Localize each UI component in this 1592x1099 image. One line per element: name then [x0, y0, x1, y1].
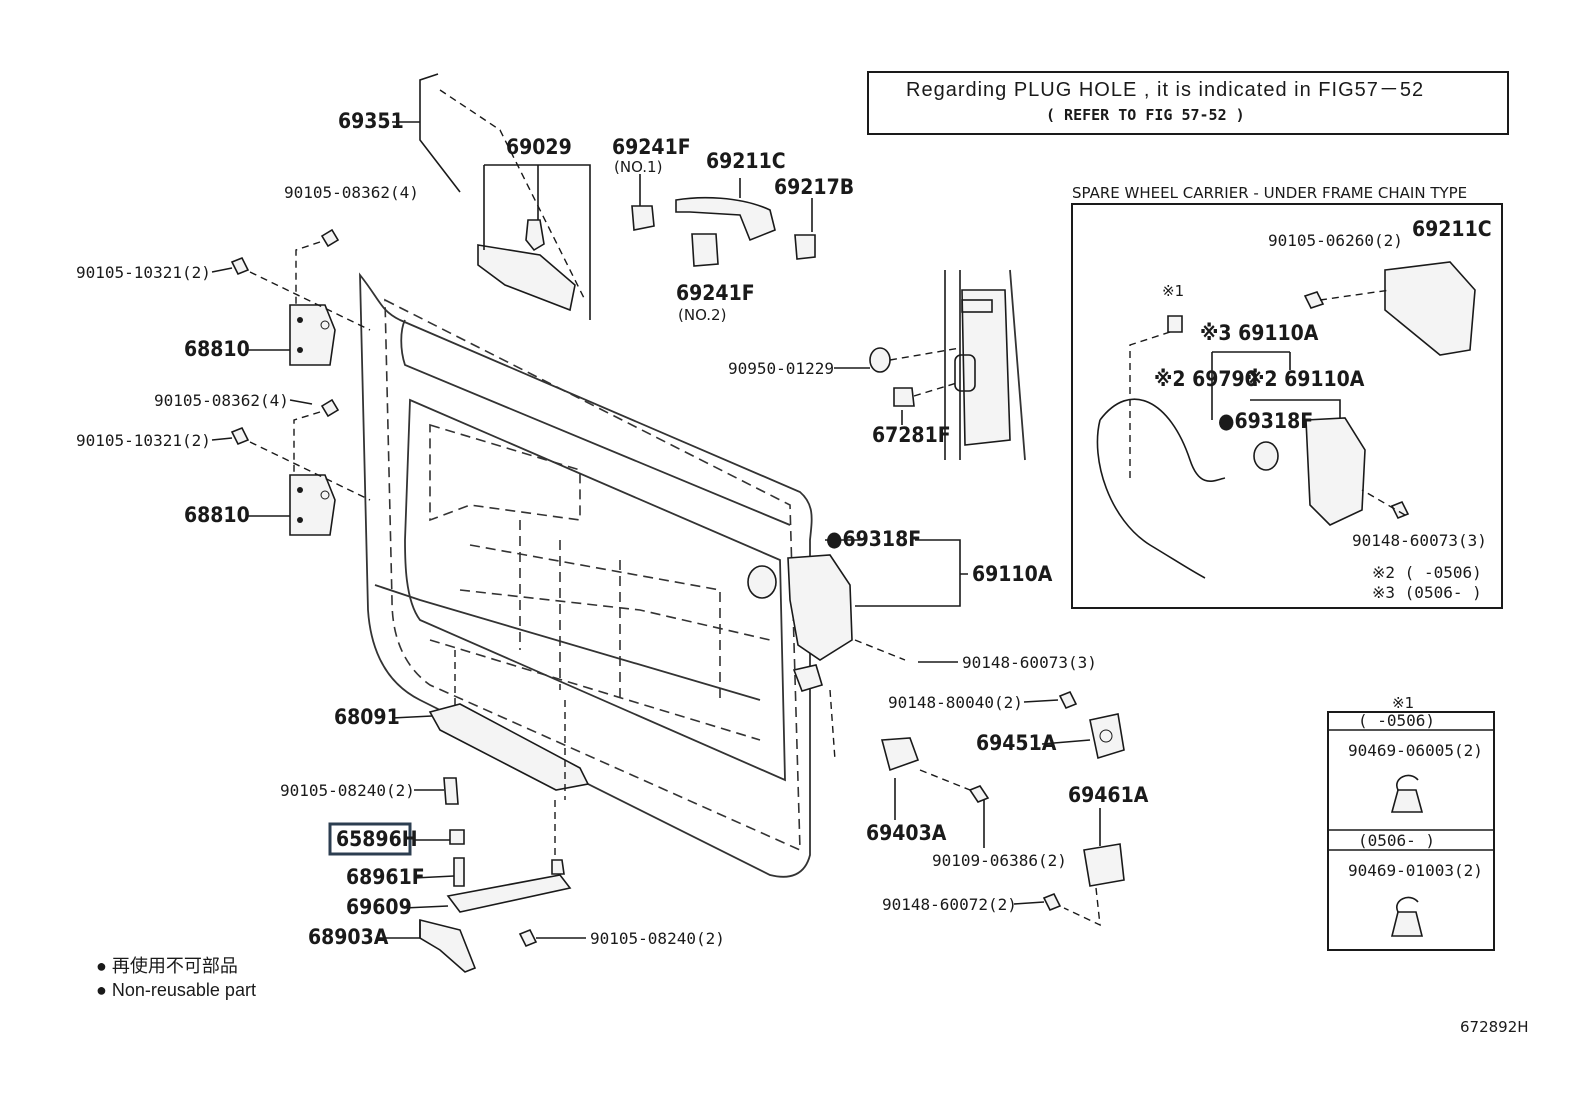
label-rod: 69351	[338, 109, 404, 133]
label-bolt-bumper: 90109-06386(2)	[932, 851, 1067, 870]
clip-row1-part: 90469-06005(2)	[1348, 741, 1483, 760]
inset-lock-b-label: ※2 69110A	[1246, 367, 1365, 391]
leader-lines	[211, 121, 1091, 939]
clip-row1-range: ( -0506)	[1358, 711, 1435, 730]
label-bolt-top: 90105-08362(4)	[284, 183, 419, 202]
clip-row2-range: (0506- )	[1358, 831, 1435, 850]
label-screw-striker: 90148-80040(2)	[888, 693, 1023, 712]
label-hinge-lower: 68810	[184, 503, 250, 527]
label-lock-seal: ●69318F	[826, 527, 921, 551]
bracket-69029	[477, 164, 591, 320]
hinge-lower	[230, 398, 371, 536]
notice-line2: ( REFER TO FIG 57-52 )	[1046, 106, 1245, 124]
lower-check-parts	[419, 650, 590, 973]
label-outside-handle: 69211C	[706, 149, 786, 173]
label-arm: 69609	[346, 895, 412, 919]
inset-spare-wheel-carrier: SPARE WHEEL CARRIER - UNDER FRAME CHAIN …	[1071, 184, 1503, 609]
inset-handle-label: 69211C	[1412, 217, 1492, 241]
inset-bolt-b-label: 90148-60073(3)	[1352, 531, 1487, 550]
inset-bolt-a-label: 90105-06260(2)	[1268, 231, 1403, 250]
label-bolt-mid: 90105-08362(4)	[154, 391, 289, 410]
label-bracket-low: 68903A	[308, 925, 389, 949]
label-cover: 69217B	[774, 175, 854, 199]
label-screw-lock: 90148-60073(3)	[962, 653, 1097, 672]
back-door-panel	[359, 272, 813, 878]
label-plug: 90950-01229	[728, 359, 834, 378]
label-striker: 69451A	[976, 731, 1057, 755]
label-bolt-mid2: 90105-10321(2)	[76, 431, 211, 450]
label-screw-striker2: 90148-60072(2)	[882, 895, 1017, 914]
label-pad2: 69241F	[676, 281, 755, 305]
inset-cable-label: ※2 69790	[1154, 367, 1258, 391]
label-lock-assy: 69110A	[972, 562, 1053, 586]
figure-code: 672892H	[1460, 1018, 1529, 1036]
plug-hole-notice: Regarding PLUG HOLE , it is indicated in…	[867, 71, 1509, 135]
inset-note-2: ※3 (0506- )	[1372, 583, 1482, 602]
label-bracket: 69029	[506, 135, 572, 159]
label-striker2: 69461A	[1068, 783, 1149, 807]
legend: ● 再使用不可部品 ● Non-reusable part	[96, 956, 256, 1000]
inset-note-1: ※2 ( -0506)	[1372, 563, 1482, 582]
label-check: 68091	[334, 705, 400, 729]
clip-row2-part: 90469-01003(2)	[1348, 861, 1483, 880]
hinge-upper	[230, 228, 371, 366]
label-pin: 68961F	[346, 865, 425, 889]
label-bolt-low: 90105-08240(2)	[590, 929, 725, 948]
label-bolt-check: 90105-08240(2)	[280, 781, 415, 800]
label-pad1: 69241F	[612, 135, 691, 159]
legend-en: ● Non-reusable part	[96, 980, 256, 1000]
outside-handle-parts	[631, 174, 816, 267]
clip-box: ※1 ( -0506) 90469-06005(2) (0506- ) 9046…	[1327, 694, 1495, 951]
body-pillar	[869, 269, 1026, 461]
rod-69351	[419, 73, 586, 301]
clip-box-mark: ※1	[1392, 694, 1414, 712]
label-pad2-sub: (NO.2)	[678, 306, 726, 324]
lock-assembly-main	[747, 539, 968, 761]
strikers	[880, 690, 1125, 927]
inset-seal-label: ●69318F	[1218, 409, 1313, 433]
label-pad1-sub: (NO.1)	[614, 158, 662, 176]
highlight-box	[328, 822, 412, 856]
inset-lock-a-label: ※3 69110A	[1200, 321, 1319, 345]
notice-line1: Regarding PLUG HOLE , it is indicated in…	[906, 79, 1424, 101]
label-grommet: 67281F	[872, 423, 951, 447]
inset-title: SPARE WHEEL CARRIER - UNDER FRAME CHAIN …	[1072, 184, 1467, 202]
part-labels: 69351 69029 69241F (NO.1) 69211C 69217B …	[76, 109, 1149, 949]
label-cushion: 65896H	[336, 827, 418, 851]
legend-jp: ● 再使用不可部品	[96, 956, 238, 976]
label-bolt-top2: 90105-10321(2)	[76, 263, 211, 282]
label-bumper: 69403A	[866, 821, 947, 845]
label-hinge-upper: 68810	[184, 337, 250, 361]
inset-clip-mark: ※1	[1162, 282, 1184, 300]
